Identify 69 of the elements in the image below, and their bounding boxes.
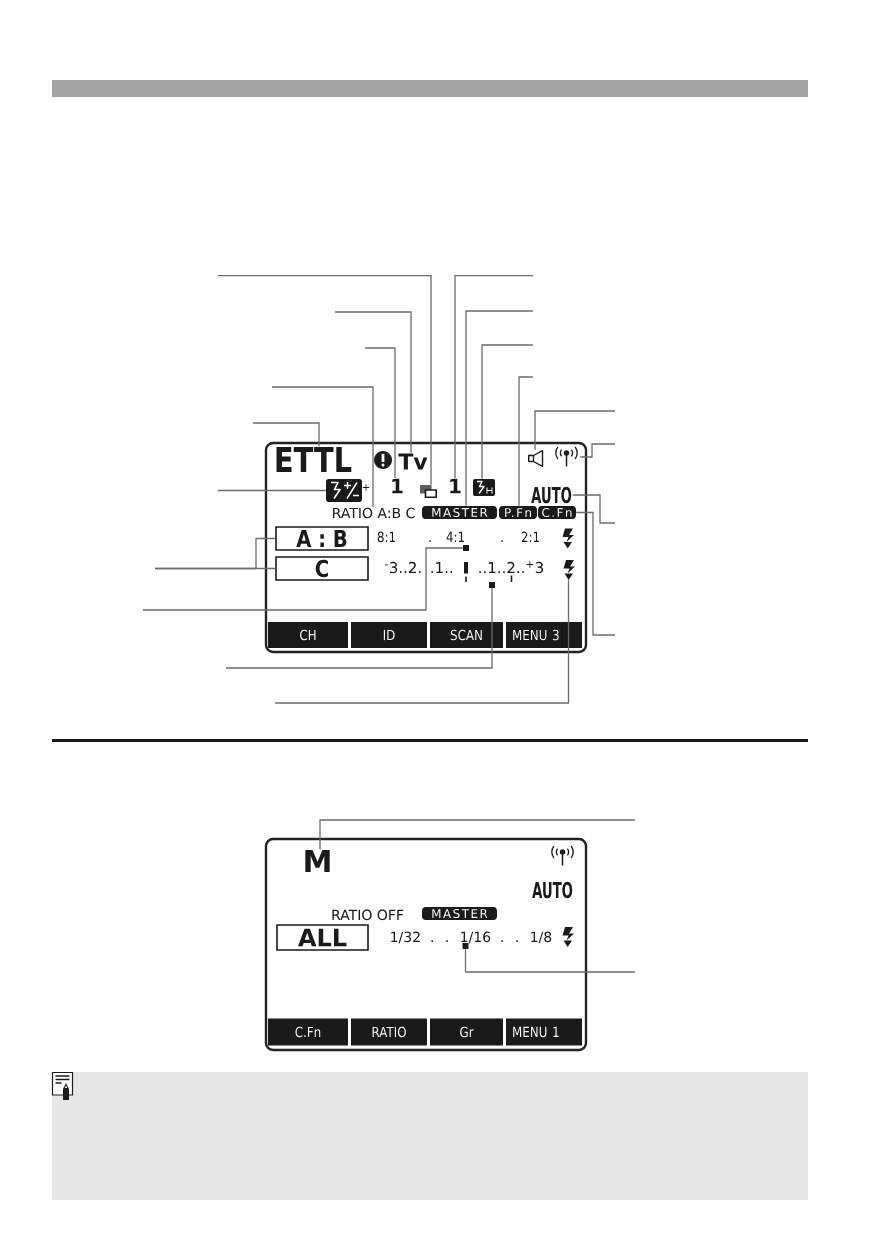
scale-text: .1..	[431, 562, 453, 573]
speaker-icon	[528, 450, 544, 467]
lcd-screen	[264, 837, 588, 1052]
scale-text: 1/32 . . 1/16 . . 1/8	[391, 931, 552, 944]
soft-key: C.Fn	[268, 1018, 348, 1046]
mode-readout: Tv	[398, 453, 428, 470]
soft-key: CH	[268, 622, 348, 648]
lcd-screen	[264, 441, 588, 654]
flash-icon	[563, 560, 575, 580]
number-readout: 1	[450, 478, 461, 494]
soft-key: ID	[351, 622, 427, 648]
soft-key: RATIO	[351, 1018, 427, 1046]
status-badge: C.Fn	[538, 506, 576, 519]
leader-line	[154, 567, 276, 570]
leader-line	[572, 494, 616, 524]
status-badge: P.Fn	[499, 506, 537, 519]
mode-readout: M	[305, 850, 330, 872]
node-label: C.Fn	[542, 507, 572, 518]
number-readout: 1	[392, 478, 403, 494]
group-box: ALL	[276, 924, 369, 951]
flash-compensation-icon	[326, 479, 362, 502]
leader-line	[364, 347, 396, 479]
marker-square	[489, 582, 495, 588]
group-box: C	[275, 556, 369, 581]
leader-line	[481, 344, 534, 480]
leader-line	[334, 311, 412, 454]
mode-readout: ETTL	[276, 447, 352, 472]
leader-line	[579, 443, 616, 458]
leader-line	[319, 819, 636, 850]
overlapping-squares-icon	[420, 485, 437, 498]
lcd-text: +	[362, 484, 370, 491]
readout-text: RATIO A:B C	[333, 507, 415, 519]
node-label: P.Fn	[505, 508, 531, 517]
leader-line	[225, 587, 493, 669]
heading-bar	[52, 80, 808, 97]
leader-line	[217, 489, 327, 492]
readout-text: AUTO	[532, 881, 573, 899]
leader-line	[454, 275, 534, 479]
ratio-text: 4:1	[446, 531, 464, 542]
ratio-text: .	[501, 540, 503, 542]
status-badge: MASTER	[422, 506, 497, 519]
leader-line	[142, 547, 464, 611]
readout-text: AUTO	[531, 486, 572, 504]
marker-square	[462, 943, 469, 949]
lcd-text: RATIO OFF	[332, 909, 404, 921]
leader-line	[217, 275, 432, 486]
scale-text: ..1..2..$^{+}$3	[479, 561, 544, 574]
group-box: A : B	[275, 526, 369, 551]
leader-line	[271, 386, 374, 508]
wireless-icon	[555, 446, 578, 468]
flash-h-icon	[473, 479, 495, 496]
leader-line	[575, 511, 616, 636]
leader-line	[464, 948, 636, 973]
leader-line	[465, 310, 534, 507]
ratio-text: 2:1	[521, 531, 539, 542]
soft-key: Gr	[430, 1018, 503, 1046]
marker-square	[463, 545, 469, 551]
soft-key: MENU 1	[506, 1018, 582, 1046]
ratio-text: .	[429, 540, 431, 542]
soft-key: SCAN	[430, 622, 503, 648]
scale-text: $^{-}$3..2.	[385, 561, 421, 574]
leader-line	[534, 410, 616, 451]
leader-line	[252, 422, 320, 447]
node-label: MASTER	[432, 507, 488, 518]
leader-line	[274, 579, 570, 704]
soft-key: MENU 3	[506, 622, 582, 648]
status-badge: MASTER	[422, 907, 497, 920]
ratio-text: 8:1	[377, 531, 395, 543]
leader-line	[518, 376, 534, 507]
